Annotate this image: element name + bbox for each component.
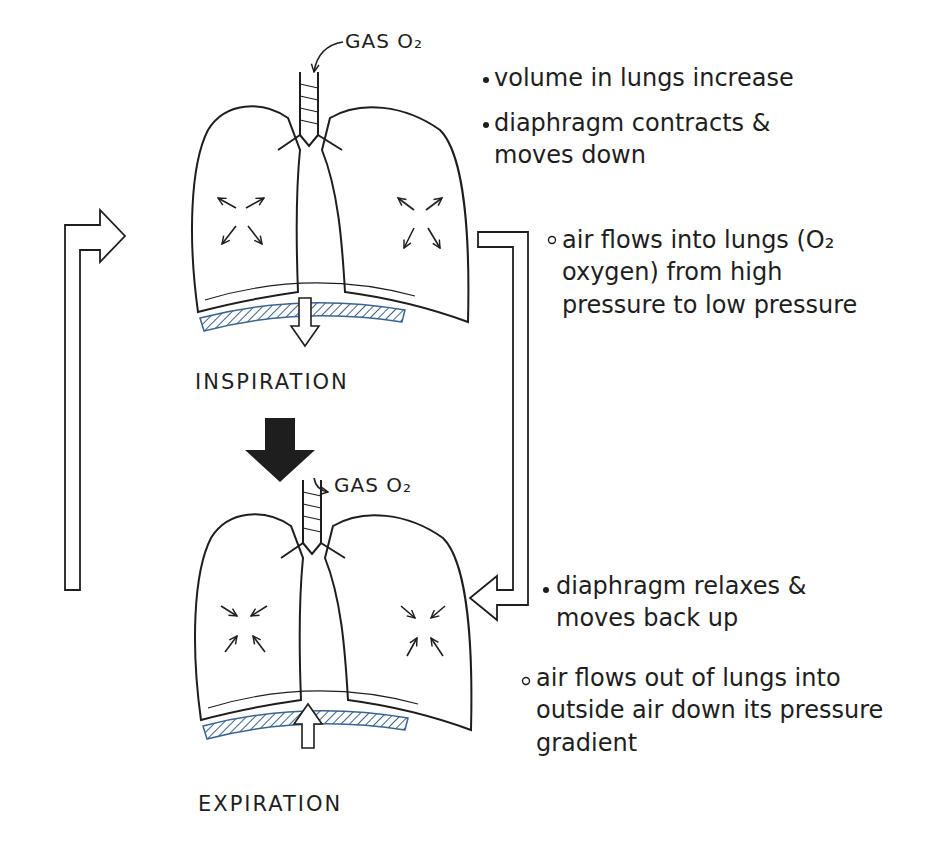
transition-arrow [245,418,315,482]
gas-label: GAS O₂ [345,28,485,55]
note: diaphragm contracts & moves down [494,107,814,172]
note: air flows out of lungs into outside air … [536,662,906,759]
note: diaphragm relaxes & moves back up [556,570,886,635]
cycle-arrow-up [65,210,125,590]
note: volume in lungs increase [494,62,874,94]
gas-in-arrow [314,42,343,72]
gas-label: GAS O₂ [334,472,474,499]
diaphragm-down-arrow [291,298,319,346]
phase-title: EXPIRATION [198,790,428,818]
phase-title: INSPIRATION [195,368,425,396]
cycle-arrow-down [470,232,528,620]
lungs-expiration [195,480,471,748]
expansion-arrows [218,198,442,248]
lungs-inspiration [192,72,468,331]
gas-out-arrow [314,478,328,492]
note: air flows into lungs (O₂ oxygen) from hi… [562,224,892,321]
